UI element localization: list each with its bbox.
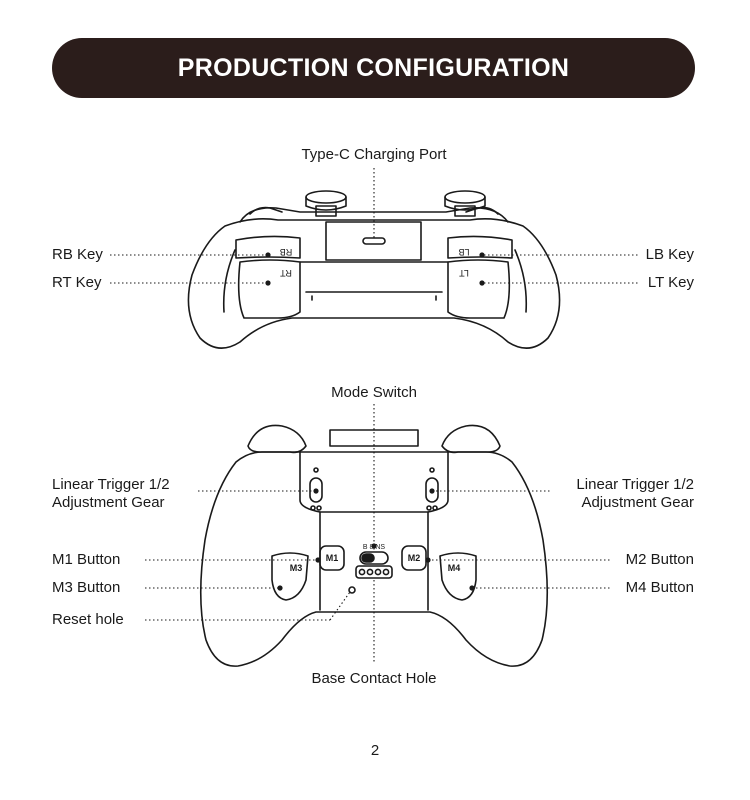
title-banner: PRODUCTION CONFIGURATION <box>52 38 695 98</box>
m4-body-mark: M4 <box>448 563 461 573</box>
left-trigger-gear-label-line2: Adjustment Gear <box>52 494 165 511</box>
rt-body-mark: RT <box>280 268 292 278</box>
mode-switch-label: Mode Switch <box>331 384 417 401</box>
lb-key-label: LB Key <box>645 246 694 263</box>
controller-top-view <box>187 190 561 349</box>
leader-lines <box>110 168 640 664</box>
m1-button-label: M1 Button <box>52 551 121 568</box>
rb-key-label: RB Key <box>52 246 103 263</box>
m1-body-mark: M1 <box>326 553 339 563</box>
right-trigger-gear-label-line1: Linear Trigger 1/2 <box>576 476 694 493</box>
m2-button-label: M2 Button <box>625 551 694 568</box>
leader-dots <box>265 252 485 591</box>
left-trigger-gear-label-line1: Linear Trigger 1/2 <box>52 476 170 493</box>
page-number: 2 <box>370 742 380 759</box>
right-trigger-gear-label-line2: Adjustment Gear <box>581 494 694 511</box>
m4-button-label: M4 Button <box>625 579 694 596</box>
charging-port-label: Type-C Charging Port <box>301 146 447 163</box>
rt-key-label: RT Key <box>52 274 102 291</box>
m3-body-mark: M3 <box>290 563 303 573</box>
page-title: PRODUCTION CONFIGURATION <box>177 53 570 82</box>
lt-key-label: LT Key <box>647 274 694 291</box>
m3-button-label: M3 Button <box>52 579 121 596</box>
right-thumbstick-icon <box>444 190 486 217</box>
lb-body-mark: LB <box>458 247 469 257</box>
m2-body-mark: M2 <box>408 553 421 563</box>
rb-body-mark: RB <box>280 247 293 257</box>
left-thumbstick-icon <box>305 190 347 217</box>
reset-hole-label: Reset hole <box>52 611 124 628</box>
mode-switch-marks: B 8 NS <box>363 544 386 551</box>
base-contact-hole-label: Base Contact Hole <box>311 670 437 687</box>
lt-body-mark: LT <box>459 268 469 278</box>
